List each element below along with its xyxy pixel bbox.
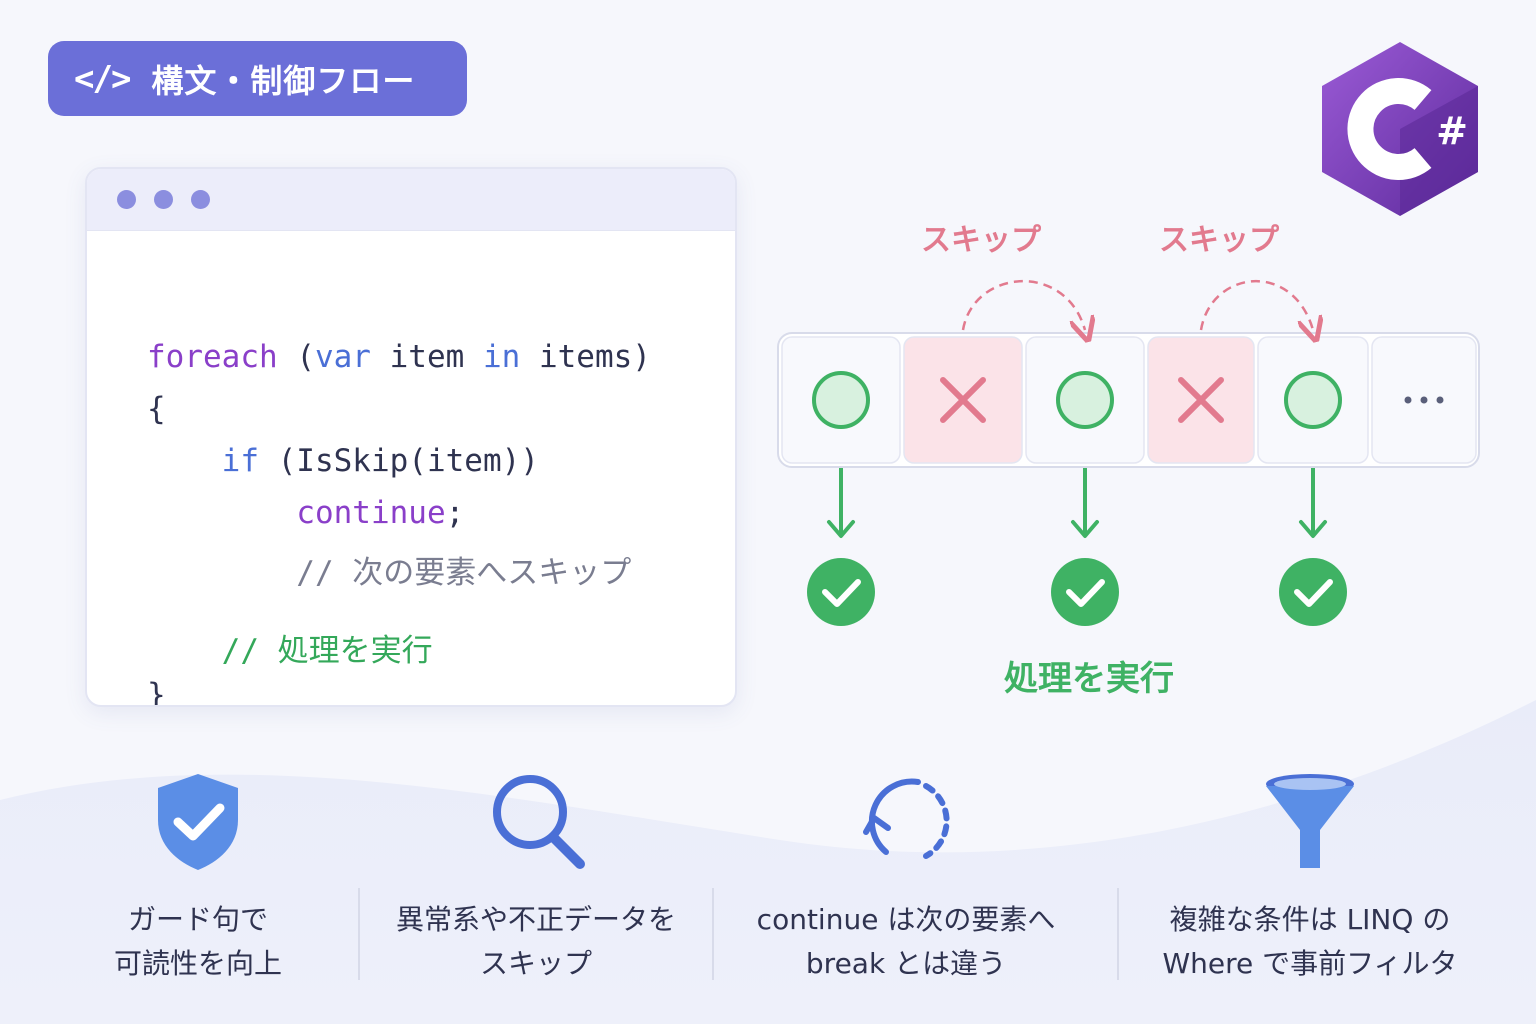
tip-text-line: break とは違う	[805, 947, 1007, 980]
csharp-logo-icon: #	[1322, 42, 1478, 216]
logo-hash: #	[1436, 109, 1468, 153]
code-token: in	[482, 339, 521, 375]
code-token: (	[277, 339, 315, 375]
code-line: // 処理を実行	[147, 625, 433, 670]
tip-text-line: Where で事前フィルタ	[1162, 947, 1458, 980]
code-line: {	[147, 391, 166, 427]
tip-card: continue は次の要素へ break とは違う	[716, 770, 1096, 986]
code-token: ;	[445, 495, 465, 531]
window-dot-icon	[154, 190, 173, 209]
code-token: }	[147, 677, 166, 707]
window-title-bar	[87, 169, 735, 231]
window-dot-icon	[191, 190, 210, 209]
tip-text-line: ガード句で	[127, 903, 268, 936]
search-icon	[493, 775, 585, 869]
tip-text: continue は次の要素へ break とは違う	[716, 898, 1096, 986]
code-token: foreach	[147, 339, 278, 375]
code-token: // 処理を実行	[147, 633, 433, 669]
code-token: {	[147, 391, 166, 427]
code-token	[147, 495, 296, 531]
tip-text-line: continue は次の要素へ	[756, 903, 1056, 936]
tip-text-line: 異常系や不正データを	[395, 903, 676, 936]
code-token: var	[314, 339, 371, 375]
code-token: item	[370, 339, 483, 375]
tip-text: 複雑な条件は LINQ の Where で事前フィルタ	[1120, 898, 1500, 986]
window-dot-icon	[117, 190, 136, 209]
shield-check-icon	[158, 774, 238, 870]
code-token: continue	[296, 495, 446, 531]
loop-icon	[863, 778, 950, 859]
tip-card: ガード句で可読性を向上	[8, 770, 388, 986]
tip-text-line: スキップ	[479, 947, 592, 980]
section-title: 構文・制御フロー	[151, 61, 416, 100]
code-token	[147, 443, 222, 479]
code-token: // 次の要素へスキップ	[147, 555, 632, 591]
code-line: // 次の要素へスキップ	[147, 547, 631, 592]
code-icon: </>	[74, 58, 131, 99]
tip-card: 複雑な条件は LINQ の Where で事前フィルタ	[1120, 770, 1500, 986]
code-line: }	[147, 677, 166, 707]
section-badge: </> 構文・制御フロー	[48, 41, 467, 116]
tip-divider	[712, 888, 714, 980]
code-window: foreach (var item in items) { if (IsSkip(…	[85, 167, 737, 707]
code-line: continue;	[147, 495, 464, 531]
tip-text: 異常系や不正データをスキップ	[346, 898, 726, 986]
tip-divider	[358, 888, 360, 980]
tip-text-line: 複雑な条件は LINQ の	[1169, 903, 1451, 936]
tip-text-line: 可読性を向上	[113, 947, 282, 980]
code-token: (IsSkip(item))	[258, 443, 539, 479]
funnel-icon	[1266, 774, 1354, 868]
tip-text: ガード句で可読性を向上	[8, 898, 388, 986]
code-line: if (IsSkip(item))	[147, 443, 539, 479]
tip-card: 異常系や不正データをスキップ	[346, 770, 726, 986]
code-token: items)	[520, 339, 651, 375]
code-token: if	[221, 443, 259, 479]
code-line: foreach (var item in items)	[147, 339, 651, 375]
tip-divider	[1117, 888, 1119, 980]
